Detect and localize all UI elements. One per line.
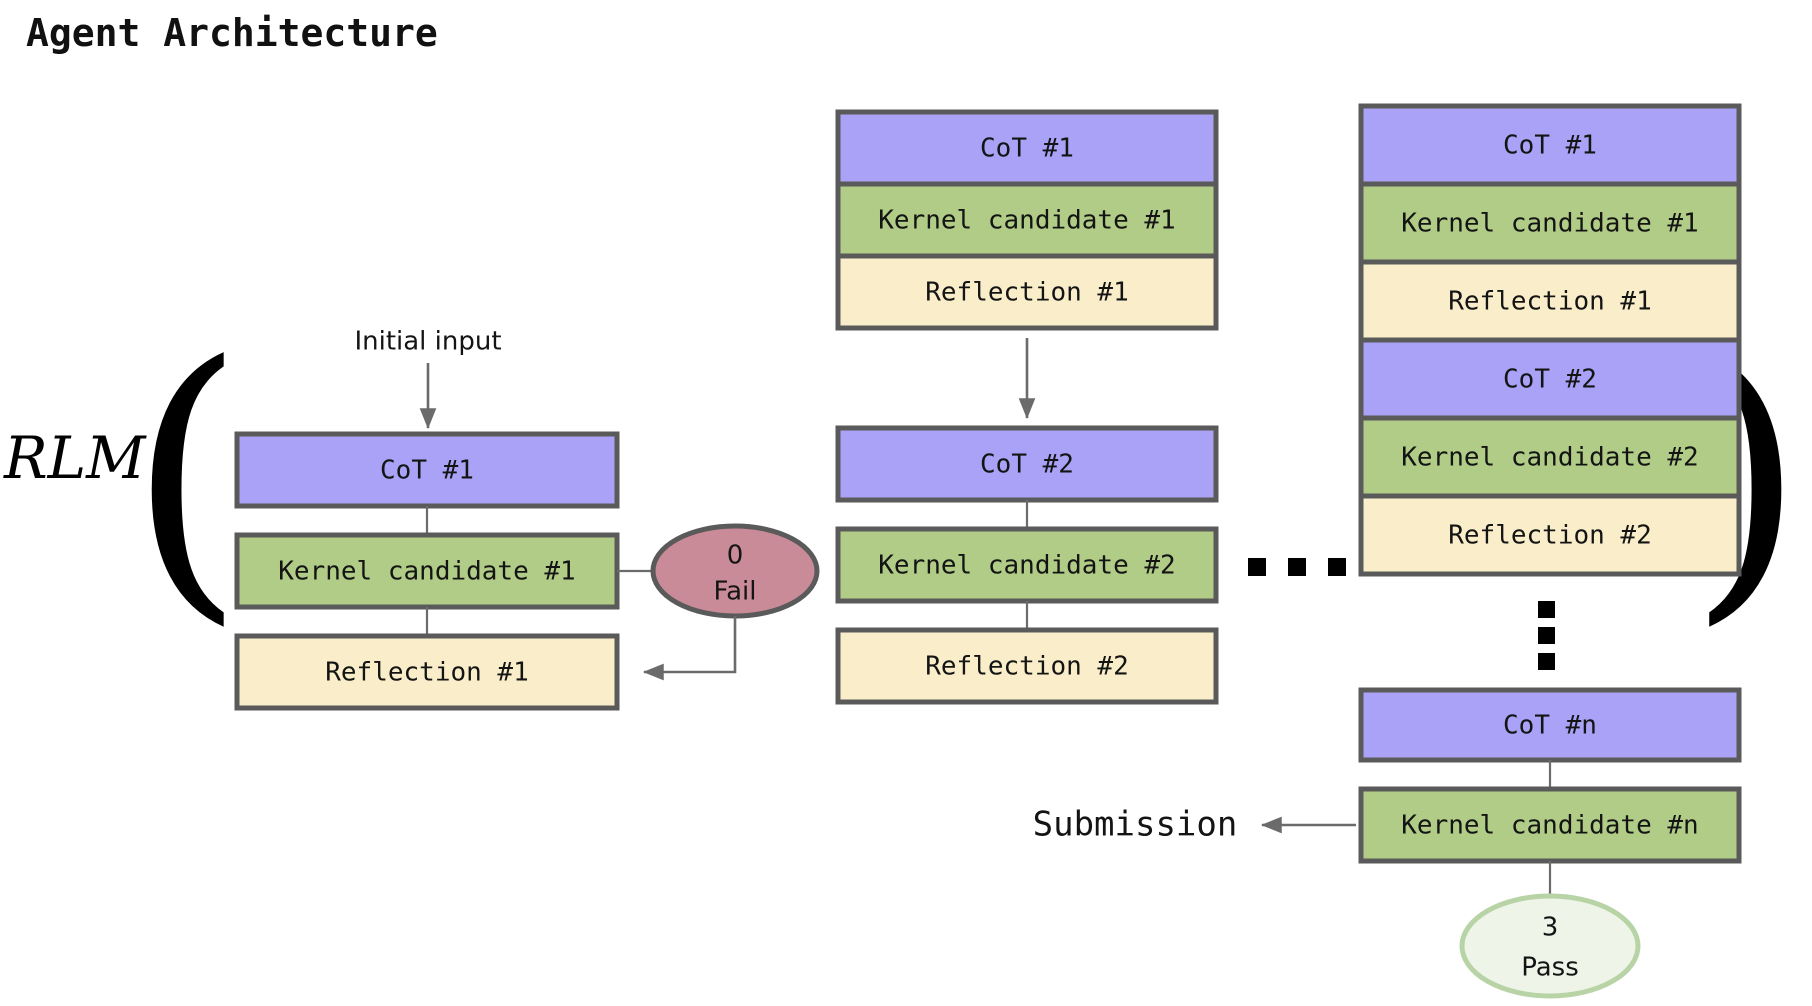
box-label-reflection-1-col2: Reflection #1 bbox=[925, 278, 1129, 308]
verdict-pass-score: 3 bbox=[1542, 913, 1559, 943]
box-reflection-1-col1[interactable] bbox=[234, 633, 620, 711]
fail-feedback-arrow bbox=[642, 616, 737, 681]
initial-input-label: Initial input bbox=[354, 327, 501, 357]
box-label-reflection-1-col3: Reflection #1 bbox=[1448, 287, 1652, 317]
box-label-cot-1-col2: CoT #1 bbox=[980, 134, 1074, 164]
page-title: Agent Architecture bbox=[26, 11, 438, 55]
box-label-cot-n-col3: CoT #n bbox=[1503, 711, 1597, 741]
box-kernel-2-col3[interactable] bbox=[1358, 415, 1742, 499]
box-kernel-1-col2[interactable] bbox=[835, 181, 1219, 259]
box-label-reflection-2-col2: Reflection #2 bbox=[925, 652, 1129, 682]
box-label-kernel-1-col3: Kernel candidate #1 bbox=[1401, 209, 1698, 239]
box-label-cot-2-col2: CoT #2 bbox=[980, 450, 1074, 480]
verdict-pass-ellipse[interactable] bbox=[1459, 893, 1641, 999]
box-cot-1-col1[interactable] bbox=[234, 431, 620, 509]
horizontal-ellipsis-icon bbox=[1248, 558, 1346, 576]
box-reflection-1-col2[interactable] bbox=[835, 253, 1219, 331]
rlm-label: RLM bbox=[3, 424, 147, 492]
open-paren: ( bbox=[128, 302, 245, 651]
box-label-cot-1-col3: CoT #1 bbox=[1503, 131, 1597, 161]
verdict-fail-score: 0 bbox=[727, 541, 744, 571]
submission-label: Submission bbox=[1033, 805, 1238, 845]
box-kernel-1-col3[interactable] bbox=[1358, 181, 1742, 265]
box-cot-n-col3[interactable] bbox=[1358, 687, 1742, 763]
box-label-cot-1-col1: CoT #1 bbox=[380, 456, 474, 486]
box-cot-2-col3[interactable] bbox=[1358, 337, 1742, 421]
verdict-pass-status: Pass bbox=[1521, 953, 1579, 983]
box-label-cot-2-col3: CoT #2 bbox=[1503, 365, 1597, 395]
box-label-kernel-2-col2: Kernel candidate #2 bbox=[878, 551, 1175, 581]
box-cot-1-col2[interactable] bbox=[835, 109, 1219, 187]
box-reflection-2-col3[interactable] bbox=[1358, 493, 1742, 577]
box-label-kernel-1-col2: Kernel candidate #1 bbox=[878, 206, 1175, 236]
box-label-reflection-1-col1: Reflection #1 bbox=[325, 658, 529, 688]
box-cot-2-col2[interactable] bbox=[835, 425, 1219, 503]
box-label-kernel-n-col3: Kernel candidate #n bbox=[1401, 811, 1698, 841]
box-label-kernel-2-col3: Kernel candidate #2 bbox=[1401, 443, 1698, 473]
box-label-kernel-1-col1: Kernel candidate #1 bbox=[278, 557, 575, 587]
vertical-ellipsis-icon bbox=[1538, 601, 1555, 670]
verdict-fail-status: Fail bbox=[714, 577, 757, 607]
box-reflection-2-col2[interactable] bbox=[835, 627, 1219, 705]
box-label-reflection-2-col3: Reflection #2 bbox=[1448, 521, 1652, 551]
